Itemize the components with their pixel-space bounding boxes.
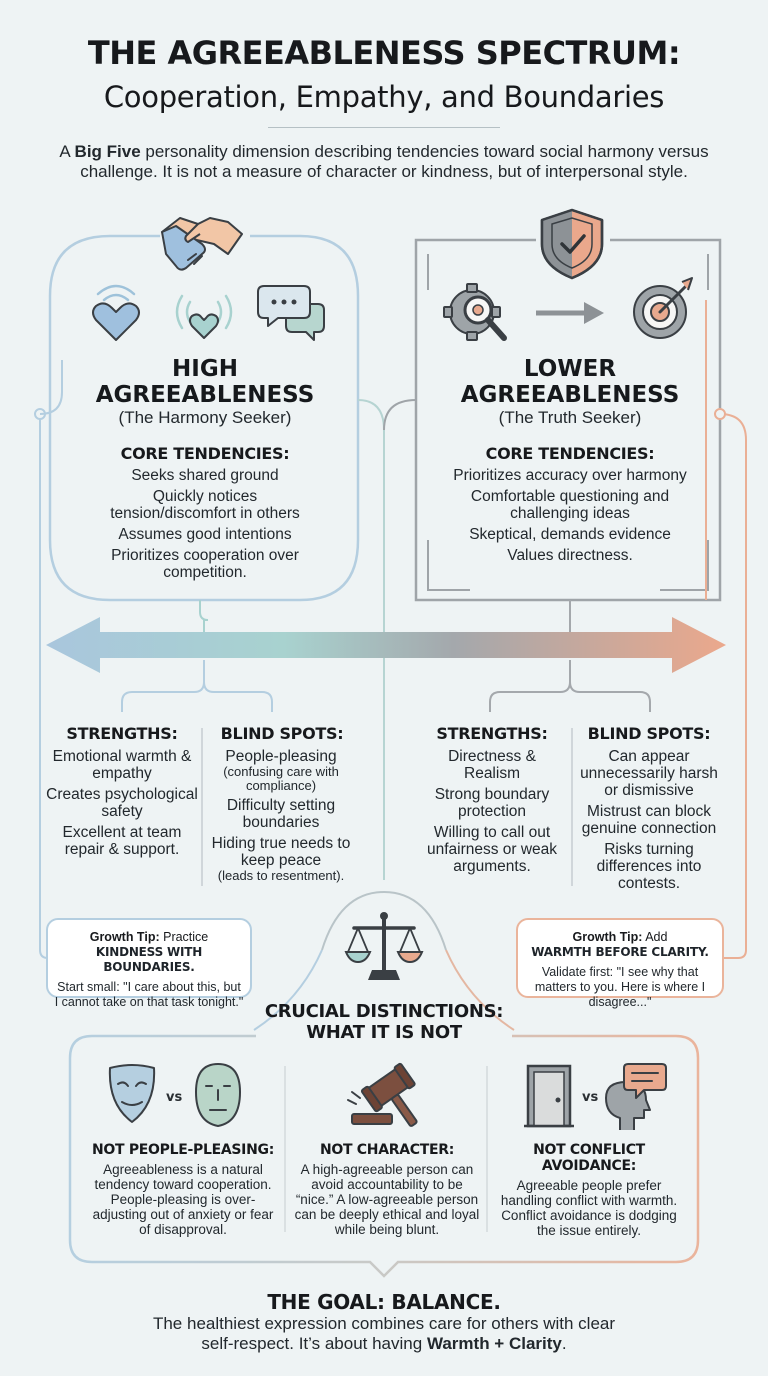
high-strengths-list: Emotional warmth & empathy Creates psych… — [46, 748, 198, 862]
mask-vs-face-icon — [108, 1062, 242, 1128]
door-vs-speech-head-icon — [524, 1063, 667, 1130]
distinction-character: NOT CHARACTER: A high-agreeable person c… — [294, 1142, 480, 1237]
low-core-list: Prioritizes accuracy over harmony Comfor… — [445, 467, 695, 568]
goal-title: THE GOAL: BALANCE. — [267, 1290, 501, 1314]
page-title: THE AGREEABLENESS SPECTRUM: — [87, 34, 681, 72]
list-item: Difficulty setting boundaries — [226, 797, 336, 831]
distinction-conflict-avoidance: NOT CONFLICT AVOIDANCE: Agreeable people… — [500, 1142, 678, 1238]
low-strengths-list: Directness & Realism Strong boundary pro… — [418, 748, 566, 879]
high-core-header: CORE TENDENCIES: — [120, 444, 290, 463]
list-item: Prioritizes accuracy over harmony — [453, 467, 687, 484]
list-item: Prioritizes cooperation over competition… — [111, 547, 299, 581]
high-agreeableness-subtitle: (The Harmony Seeker) — [118, 408, 292, 427]
shield-check-icon — [540, 208, 604, 280]
list-item: Strong boundary protection — [434, 786, 550, 820]
lower-agreeableness-subtitle: (The Truth Seeker) — [498, 408, 642, 427]
list-item: Can appear unnecessarily harsh or dismis… — [580, 748, 718, 799]
intro-text: A Big Five personality dimension describ… — [59, 142, 709, 181]
high-growth-tip: Growth Tip: Practice KINDNESS WITH BOUND… — [46, 918, 252, 1009]
list-item: Excellent at team repair & support. — [62, 824, 182, 858]
distinctions-title: CRUCIAL DISTINCTIONS: WHAT IT IS NOT — [264, 1001, 504, 1043]
list-item: Emotional warmth & empathy — [52, 748, 192, 782]
list-item: Seeks shared ground — [131, 467, 279, 484]
list-item: Mistrust can block genuine connection — [581, 803, 717, 837]
low-blind-spots-list: Can appear unnecessarily harsh or dismis… — [576, 748, 722, 896]
low-strengths-header: STRENGTHS: — [436, 724, 548, 743]
high-core-list: Seeks shared ground Quickly notices tens… — [90, 467, 320, 585]
high-agreeableness-title: HIGH AGREEABLENESS — [95, 356, 315, 408]
scale-icon — [344, 912, 424, 980]
list-item: Willing to call out unfairness or weak a… — [426, 824, 558, 875]
vs-label: vs — [582, 1090, 599, 1105]
high-blind-spots-header: BLIND SPOTS: — [220, 724, 344, 743]
list-item: Directness & Realism — [448, 748, 536, 782]
goal-text: The healthiest expression combines care … — [152, 1314, 616, 1353]
low-growth-tip: Growth Tip: Add WARMTH BEFORE CLARITY. V… — [516, 918, 724, 1009]
spectrum-arrow — [46, 617, 726, 673]
high-blind-spots-list: People-pleasing(confusing care with comp… — [206, 748, 356, 887]
low-core-header: CORE TENDENCIES: — [485, 444, 655, 463]
distinction-people-pleasing: NOT PEOPLE-PLEASING: Agreeableness is a … — [91, 1142, 274, 1237]
high-strengths-header: STRENGTHS: — [66, 724, 178, 743]
list-item: Values directness. — [507, 547, 633, 564]
list-item: Quickly notices tension/discomfort in ot… — [110, 488, 300, 522]
arrow-right-icon — [536, 302, 604, 324]
lower-agreeableness-title: LOWER AGREEABLENESS — [460, 356, 680, 408]
gear-search-icon — [443, 283, 507, 341]
target-icon — [633, 277, 693, 339]
page-subtitle: Cooperation, Empathy, and Boundaries — [103, 80, 665, 114]
list-item: People-pleasing(confusing care with comp… — [223, 748, 339, 793]
list-item: Skeptical, demands evidence — [469, 526, 671, 543]
heart-wifi-icon — [92, 284, 140, 341]
heart-signal-icon — [175, 294, 233, 339]
list-item: Assumes good intentions — [118, 526, 292, 543]
low-blind-spots-header: BLIND SPOTS: — [587, 724, 711, 743]
vs-label: vs — [166, 1090, 183, 1105]
handshake-icon — [161, 217, 243, 271]
gavel-icon — [347, 1062, 418, 1127]
speech-bubbles-icon — [257, 285, 325, 341]
list-item: Hiding true needs to keep peace(leads to… — [211, 835, 351, 883]
list-item: Creates psychological safety — [46, 786, 198, 820]
title-divider — [268, 127, 500, 128]
list-item: Risks turning differences into contests. — [596, 841, 702, 892]
list-item: Comfortable questioning and challenging … — [470, 488, 670, 522]
